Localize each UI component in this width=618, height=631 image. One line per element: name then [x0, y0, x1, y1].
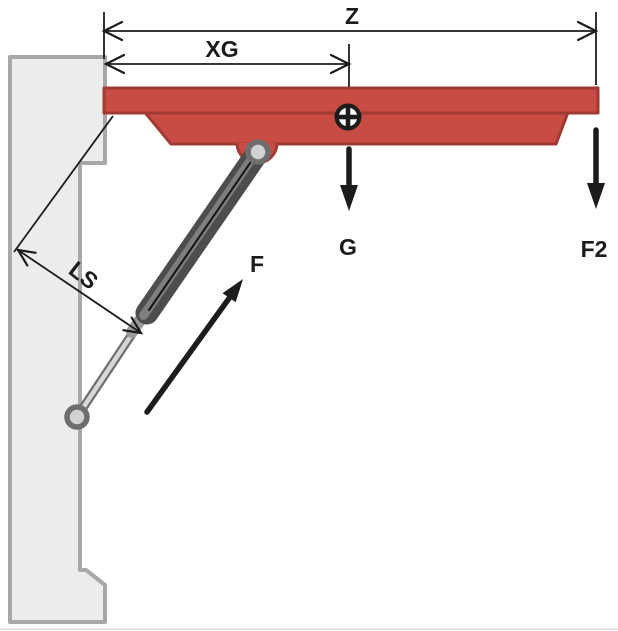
z-arrowhead-right	[576, 20, 599, 42]
ls-arrowhead-upper	[15, 248, 37, 267]
lower-pivot-pin-icon	[64, 404, 90, 430]
gas-spring-cylinder-highlight	[139, 153, 257, 320]
dimension-label-xg: XG	[205, 36, 238, 62]
force-arrow-f: F	[144, 251, 264, 415]
dimension-z: Z	[101, 3, 599, 85]
force-label-f: F	[250, 251, 264, 277]
ls-arrowhead-lower	[122, 316, 144, 335]
f-arrow-shaft	[144, 294, 233, 415]
upper-pivot-pin-icon	[245, 139, 271, 165]
ls-dimension-line	[17, 249, 142, 334]
f-arrowhead	[222, 279, 243, 303]
g-arrowhead	[340, 185, 358, 211]
xg-arrowhead-right	[329, 53, 352, 75]
dimension-xg: XG	[103, 36, 352, 104]
center-of-gravity-icon	[334, 103, 362, 131]
gas-spring-rod-highlight	[74, 319, 143, 420]
xg-arrowhead-left	[103, 53, 126, 75]
gas-spring-cylinder-edge	[148, 152, 258, 311]
ls-extension-line	[13, 115, 114, 253]
weight-arrow-g: G	[339, 146, 358, 260]
f2-arrowhead	[587, 183, 605, 209]
force-arrow-f2: F2	[581, 127, 608, 262]
wall-profile	[8, 55, 107, 624]
cog-cross-vertical	[345, 104, 351, 130]
weight-label-g: G	[339, 234, 357, 260]
z-arrowhead-left	[101, 20, 124, 42]
force-label-f2: F2	[581, 236, 608, 262]
dimension-label-z: Z	[345, 3, 359, 29]
page-edge-line	[0, 628, 618, 630]
gas-spring	[64, 139, 271, 430]
